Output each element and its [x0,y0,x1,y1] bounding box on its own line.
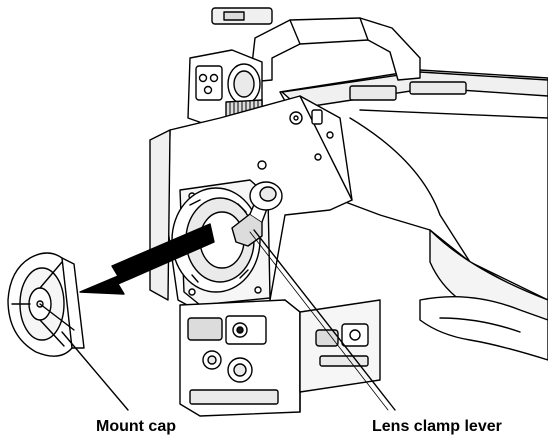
lens-clamp-lever-label: Lens clamp lever [372,418,502,435]
connector-panel [179,299,381,417]
lens-mount [171,187,261,293]
camera-front [149,95,353,313]
mount-cap-label: Mount cap [96,418,176,435]
mount-cap-leader [61,331,129,411]
lens-lever-leader-2 [249,231,389,411]
camera-handle [211,7,421,83]
lens-lever-leader [253,229,396,411]
removal-arrow [79,223,215,295]
lens-clamp-lever [231,181,283,247]
viewfinder-unit [187,49,263,131]
mount-cap [7,252,85,357]
camera-body [279,69,548,361]
